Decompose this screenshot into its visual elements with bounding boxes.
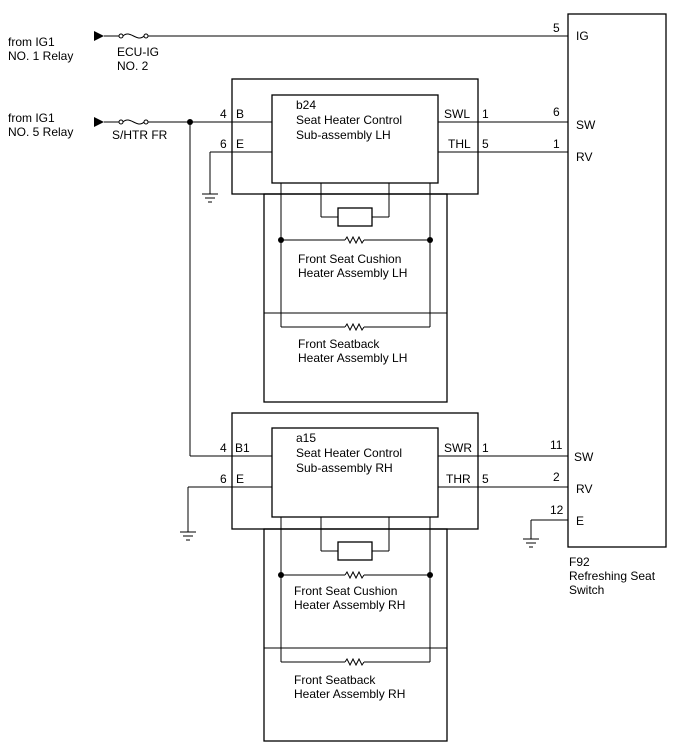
switch-name-line1: Refreshing Seat [569,569,656,583]
controller-rh-pin-swr-num: 1 [482,441,489,455]
controller-rh-inner [271,427,439,518]
switch-pin-sw-lh-label: SW [576,118,596,132]
thermistor-rh-icon [337,541,373,561]
controller-lh-pin-e-num: 6 [220,137,227,151]
refreshing-seat-switch [567,13,667,548]
controller-lh-pin-swl-num: 1 [482,107,489,121]
controller-lh-pin-b-num: 4 [220,107,227,121]
ground-switch-icon [523,538,539,548]
controller-lh-pin-thl-num: 5 [482,137,489,151]
fuse-shtr-label: S/HTR FR [112,128,168,142]
controller-lh: b24 Seat Heater Control Sub-assembly LH … [220,78,489,195]
heater-assembly-lh: Front Seat Cushion Heater Assembly LH Fr… [263,183,448,403]
resistor-seatback-lh-icon [344,322,365,332]
resistor-seatback-rh-icon [344,657,365,667]
switch-pin-rv-lh-num: 1 [553,137,560,151]
ground-rh-icon [180,531,196,541]
resistor-cushion-lh-icon [344,235,365,245]
cushion-rh-line1: Front Seat Cushion [294,584,397,598]
controller-lh-pin-swl-label: SWL [444,107,470,121]
cushion-rh-line2: Heater Assembly RH [294,598,405,612]
seatback-rh-line1: Front Seatback [294,673,376,687]
switch-pin-rv-rh-num: 2 [553,470,560,484]
source-ig1-relay5-line2: NO. 5 Relay [8,125,73,139]
controller-lh-name-line1: Seat Heater Control [296,113,402,127]
heater-assembly-rh: Front Seat Cushion Heater Assembly RH Fr… [263,517,448,742]
controller-rh-pin-thr-label: THR [446,472,471,486]
cushion-lh-line2: Heater Assembly LH [298,266,407,280]
source-ig1-relay5-line1: from IG1 [8,111,55,125]
controller-lh-name-line2: Sub-assembly LH [296,128,391,142]
arrow-ig1-relay1-icon [94,31,104,41]
controller-rh-code: a15 [296,431,316,445]
source-ig1-relay1-line2: NO. 1 Relay [8,49,73,63]
switch-pin-rv-lh-label: RV [576,150,592,164]
switch-pin-ig-label: IG [576,29,589,43]
controller-rh-pin-e-label: E [236,472,244,486]
controller-rh-pin-thr-num: 5 [482,472,489,486]
fuse-ecu-ig-label-line2: NO. 2 [117,59,149,73]
switch-pin-e-num: 12 [550,503,564,517]
controller-lh-pin-thl-label: THL [448,137,471,151]
switch-pin-sw-rh-num: 11 [550,438,563,452]
cushion-lh-line1: Front Seat Cushion [298,252,401,266]
controller-lh-pin-e-label: E [236,137,244,151]
switch-pin-rv-rh-label: RV [576,482,592,496]
controller-rh-pin-b1-label: B1 [235,441,250,455]
controller-rh-name-line2: Sub-assembly RH [296,461,393,475]
fuse-shtr-icon [118,119,149,125]
heater-rh-outer [263,528,448,742]
switch-code: F92 [569,555,590,569]
thermistor-lh-icon [337,207,373,227]
controller-rh-pin-b1-num: 4 [220,441,227,455]
source-ig1-relay1-line1: from IG1 [8,35,55,49]
controller-rh-pin-e-num: 6 [220,472,227,486]
arrow-ig1-relay5-icon [94,117,104,127]
switch-pin-sw-rh-label: SW [574,450,594,464]
switch-name-line2: Switch [569,583,604,597]
switch-pin-sw-lh-num: 6 [553,105,560,119]
controller-lh-code: b24 [296,98,316,112]
seatback-lh-line2: Heater Assembly LH [298,351,407,365]
seatback-lh-line1: Front Seatback [298,337,380,351]
ground-lh-icon [202,193,218,203]
fuse-ecu-ig-icon [118,33,149,39]
controller-lh-inner [271,94,439,184]
switch-pin-e-label: E [576,514,584,528]
heater-lh-outer [263,193,448,403]
controller-rh-pin-swr-label: SWR [444,441,472,455]
controller-rh-name-line1: Seat Heater Control [296,446,402,460]
controller-lh-pin-b-label: B [236,107,244,121]
fuse-ecu-ig-label-line1: ECU-IG [117,45,159,59]
switch-pin-ig-num: 5 [553,21,560,35]
controller-rh: a15 Seat Heater Control Sub-assembly RH … [220,412,489,530]
resistor-cushion-rh-icon [344,570,365,580]
seatback-rh-line2: Heater Assembly RH [294,687,405,701]
